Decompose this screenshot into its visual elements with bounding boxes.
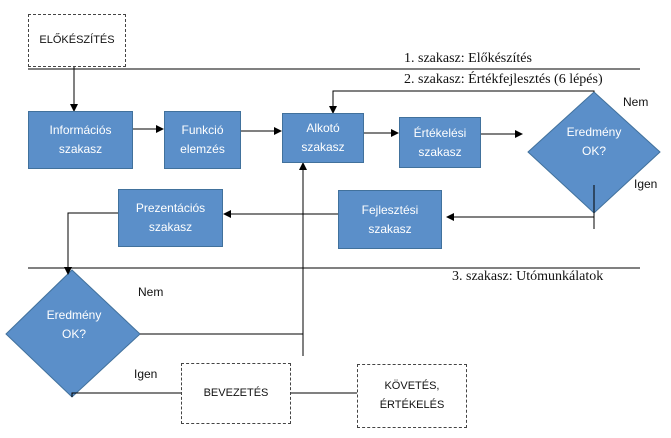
branch-no-bottom: Nem [138,285,164,299]
decision-bottom-label: Eredmény OK? [46,308,102,341]
followup-label: KÖVETÉS, ÉRTÉKELÉS [379,380,445,411]
step-information-label: Információs szakasz [49,123,112,156]
introduction-label: BEVEZETÉS [203,387,269,399]
step-development-label: Fejlesztési szakasz [361,202,419,236]
phase-2-label: 2. szakasz: Értékfejlesztés (6 lépés) [404,72,603,87]
phase-3-label: 3. szakasz: Utómunkálatok [452,269,604,284]
followup-box: KÖVETÉS, ÉRTÉKELÉS [357,364,467,428]
step-creative-label: Alkotó szakasz [301,121,345,154]
branch-no-top: Nem [623,95,649,109]
branch-yes-top: Igen [634,177,658,191]
decision-top-label: Eredmény OK? [566,125,622,158]
connector-presentation-decision [64,212,118,275]
step-presentation: Prezentációs szakasz [118,189,223,247]
step-information: Információs szakasz [28,111,133,169]
step-evaluation-label: Értékelési szakasz [413,125,467,159]
step-function-label: Funkció elemzés [180,123,225,156]
introduction-box: BEVEZETÉS [181,363,291,424]
phase-1-label: 1. szakasz: Előkészítés [404,51,532,66]
step-evaluation: Értékelési szakasz [399,117,481,168]
connector-yes-bottom [71,392,181,397]
step-creative: Alkotó szakasz [282,113,364,163]
branch-yes-bottom: Igen [134,367,158,381]
step-presentation-label: Prezentációs szakasz [135,201,206,234]
step-function: Funkció elemzés [164,111,241,169]
step-development: Fejlesztési szakasz [338,190,442,249]
preparation-label: ELŐKÉSZÍTÉS [39,34,115,46]
connector-no-loop-top [329,90,595,114]
preparation-box: ELŐKÉSZÍTÉS [28,14,126,67]
